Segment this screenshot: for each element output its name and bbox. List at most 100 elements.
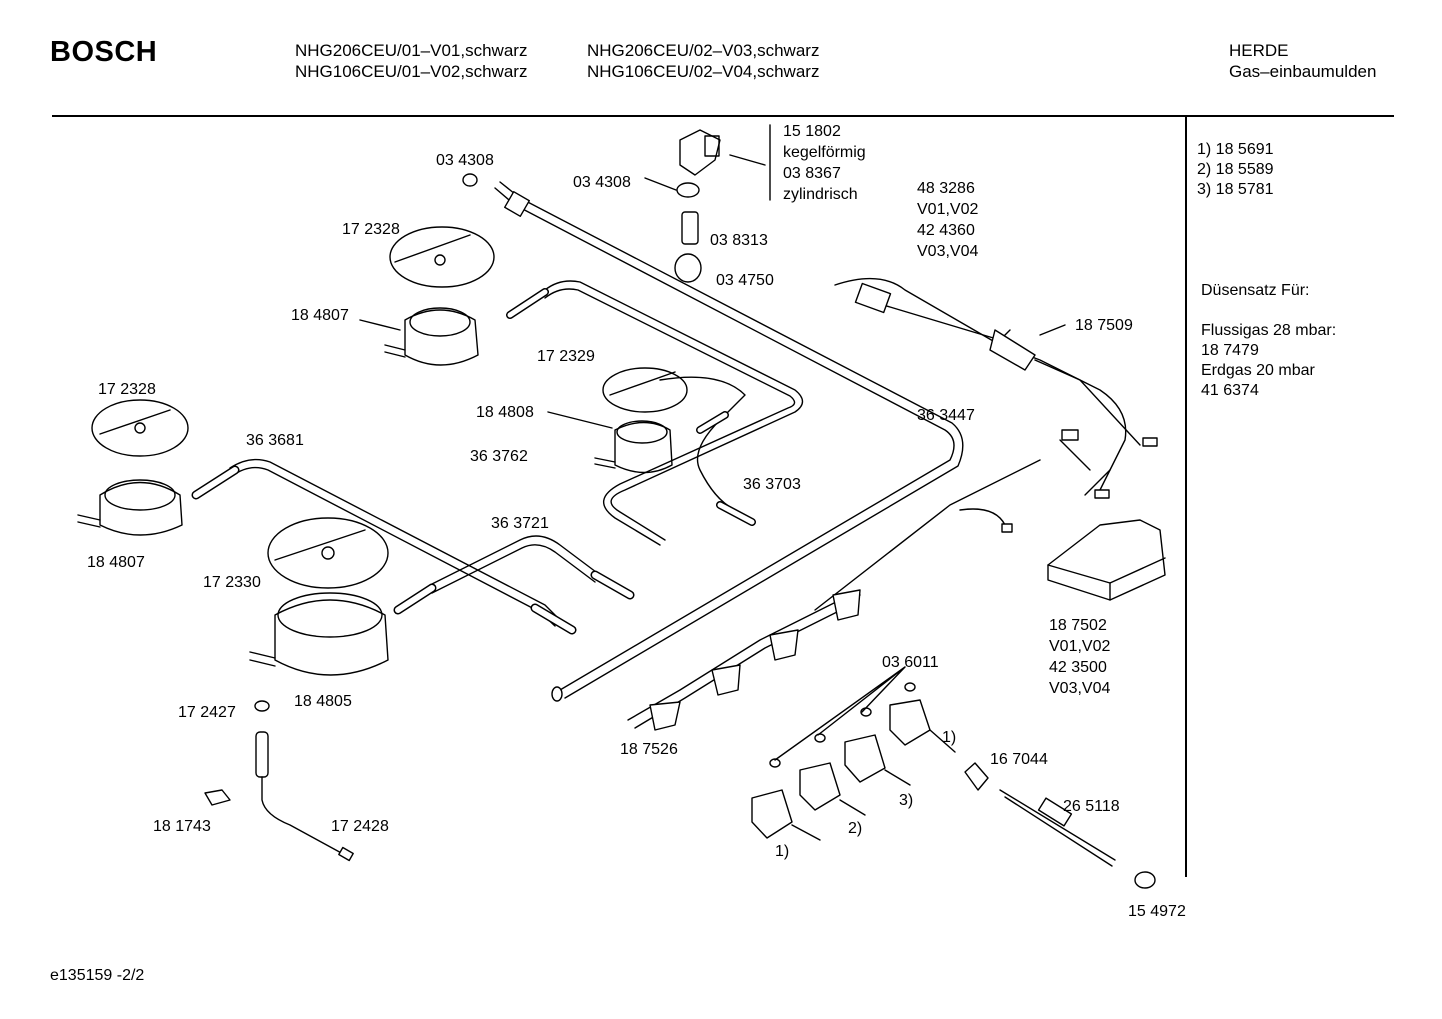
model-line: NHG106CEU/01–V02,schwarz [295, 62, 528, 81]
part-label-151802: 15 1802 kegelförmig 03 8367 zylindrisch [783, 121, 866, 205]
burner-cap-172328-left [91, 399, 189, 457]
part-label-034750: 03 4750 [716, 272, 774, 289]
part-variant: V03,V04 [1049, 680, 1111, 697]
part-number: 03 8367 [783, 165, 841, 182]
main-gas-pipe [494, 181, 964, 702]
part-label-167044: 16 7044 [990, 751, 1048, 768]
burner-cap-172329 [602, 367, 688, 413]
variant-mark: 3) [899, 792, 914, 809]
part-label-187526: 18 7526 [620, 741, 678, 758]
spark-module-187502 [1047, 519, 1166, 601]
gas-tap-3 [844, 734, 911, 786]
part-number: 42 3500 [1049, 659, 1107, 676]
gas-tap-1a [889, 699, 956, 753]
part-variant: V01,V02 [1049, 638, 1111, 655]
gas-tap-1b [751, 789, 821, 841]
part-label-036011: 03 6011 [882, 654, 939, 671]
variant-note: 3) 18 5781 [1197, 181, 1274, 198]
category: HERDE Gas–einbaumulden [1229, 40, 1376, 82]
burner-body-184805 [249, 592, 389, 676]
washers-036011 [769, 666, 916, 768]
part-label-184805: 18 4805 [294, 693, 352, 710]
part-note: zylindrisch [783, 186, 858, 203]
part-label-187502: 18 7502 V01,V02 42 3500 V03,V04 [1049, 615, 1110, 699]
wiring-harness-483286 [834, 277, 1158, 499]
variant-notes: 1) 18 5691 2) 18 5589 3) 18 5781 [1197, 140, 1274, 200]
part-label-172328-a: 17 2328 [342, 221, 400, 238]
nut-034750 [674, 253, 702, 283]
burner-cap-172330 [267, 517, 389, 589]
variant-mark: 1) [942, 729, 957, 746]
document-id: e135159 -2/2 [50, 967, 145, 984]
part-label-483286: 48 3286 V01,V02 42 4360 V03,V04 [917, 178, 978, 262]
model-line: NHG106CEU/02–V04,schwarz [587, 62, 820, 81]
part-label-184808: 18 4808 [476, 404, 534, 421]
burner-body-184807-top [384, 307, 479, 366]
part-label-187509: 18 7509 [1075, 317, 1133, 334]
nozzle-line: 41 6374 [1201, 382, 1259, 399]
fitting-167044 [964, 762, 989, 791]
nozzle-title: Düsensatz Für: [1201, 282, 1310, 299]
part-label-184807-b: 18 4807 [87, 554, 145, 571]
pipe-363703 [659, 376, 756, 526]
category-line: HERDE [1229, 41, 1289, 60]
part-label-265118: 26 5118 [1063, 798, 1120, 815]
model-list-col2: NHG206CEU/02–V03,schwarz NHG106CEU/02–V0… [587, 40, 819, 82]
variant-note: 2) 18 5589 [1197, 161, 1274, 178]
nozzle-line: Erdgas 20 mbar [1201, 362, 1315, 379]
part-label-172329: 17 2329 [537, 348, 595, 365]
switch-bar-187526 [627, 589, 861, 731]
variant-mark: 1) [775, 843, 790, 860]
nozzle-line: Flussigas 28 mbar: [1201, 322, 1337, 339]
part-label-363721: 36 3721 [491, 515, 549, 532]
part-label-172428: 17 2428 [331, 818, 389, 835]
burner-body-184807-left [77, 479, 183, 536]
variant-note: 1) 18 5691 [1197, 141, 1274, 158]
brand-logo: BOSCH [50, 36, 158, 68]
part-label-363762: 36 3762 [470, 448, 528, 465]
gas-tap-2 [799, 762, 866, 816]
part-label-363703: 36 3703 [743, 476, 801, 493]
variant-mark: 2) [848, 820, 863, 837]
part-number: 18 7502 [1049, 617, 1107, 634]
part-number: 42 4360 [917, 222, 975, 239]
part-label-154972: 15 4972 [1128, 903, 1186, 920]
part-variant: V03,V04 [917, 243, 979, 260]
elbow-fitting-151802 [679, 129, 766, 176]
part-label-034308-a: 03 4308 [436, 152, 494, 169]
part-number: 48 3286 [917, 180, 975, 197]
nozzle-set: Flussigas 28 mbar: 18 7479 Erdgas 20 mba… [1201, 321, 1336, 401]
nozzle-038313 [681, 211, 699, 245]
part-label-172427: 17 2427 [178, 704, 236, 721]
part-label-363447: 36 3447 [917, 407, 975, 424]
nozzle-line: 18 7479 [1201, 342, 1259, 359]
thermocouple-172428 [254, 700, 354, 862]
part-label-363681: 36 3681 [246, 432, 304, 449]
category-line: Gas–einbaumulden [1229, 62, 1377, 81]
burner-body-184808 [594, 420, 673, 474]
washer-034308-b [676, 182, 700, 198]
part-label-034308-b: 03 4308 [573, 174, 631, 191]
part-number: 15 1802 [783, 123, 841, 140]
ignition-wire [814, 459, 1041, 611]
model-list-col1: NHG206CEU/01–V01,schwarz NHG106CEU/01–V0… [295, 40, 527, 82]
part-note: kegelförmig [783, 144, 866, 161]
clip-181743 [204, 789, 231, 806]
part-variant: V01,V02 [917, 201, 979, 218]
part-label-181743: 18 1743 [153, 818, 211, 835]
legend-divider [1185, 117, 1187, 877]
part-label-184807-a: 18 4807 [291, 307, 349, 324]
header-divider [52, 115, 1394, 117]
part-label-172328-b: 17 2328 [98, 381, 156, 398]
pipe-363762 [506, 280, 804, 546]
part-label-038313: 03 8313 [710, 232, 768, 249]
model-line: NHG206CEU/01–V01,schwarz [295, 41, 528, 60]
pipe-363721 [393, 535, 635, 615]
thermocouple-265118 [999, 789, 1156, 889]
washer-034308-a [462, 173, 478, 187]
burner-cap-172328-top [389, 226, 495, 288]
model-line: NHG206CEU/02–V03,schwarz [587, 41, 820, 60]
pipe-363681 [191, 458, 577, 635]
part-label-172330: 17 2330 [203, 574, 261, 591]
